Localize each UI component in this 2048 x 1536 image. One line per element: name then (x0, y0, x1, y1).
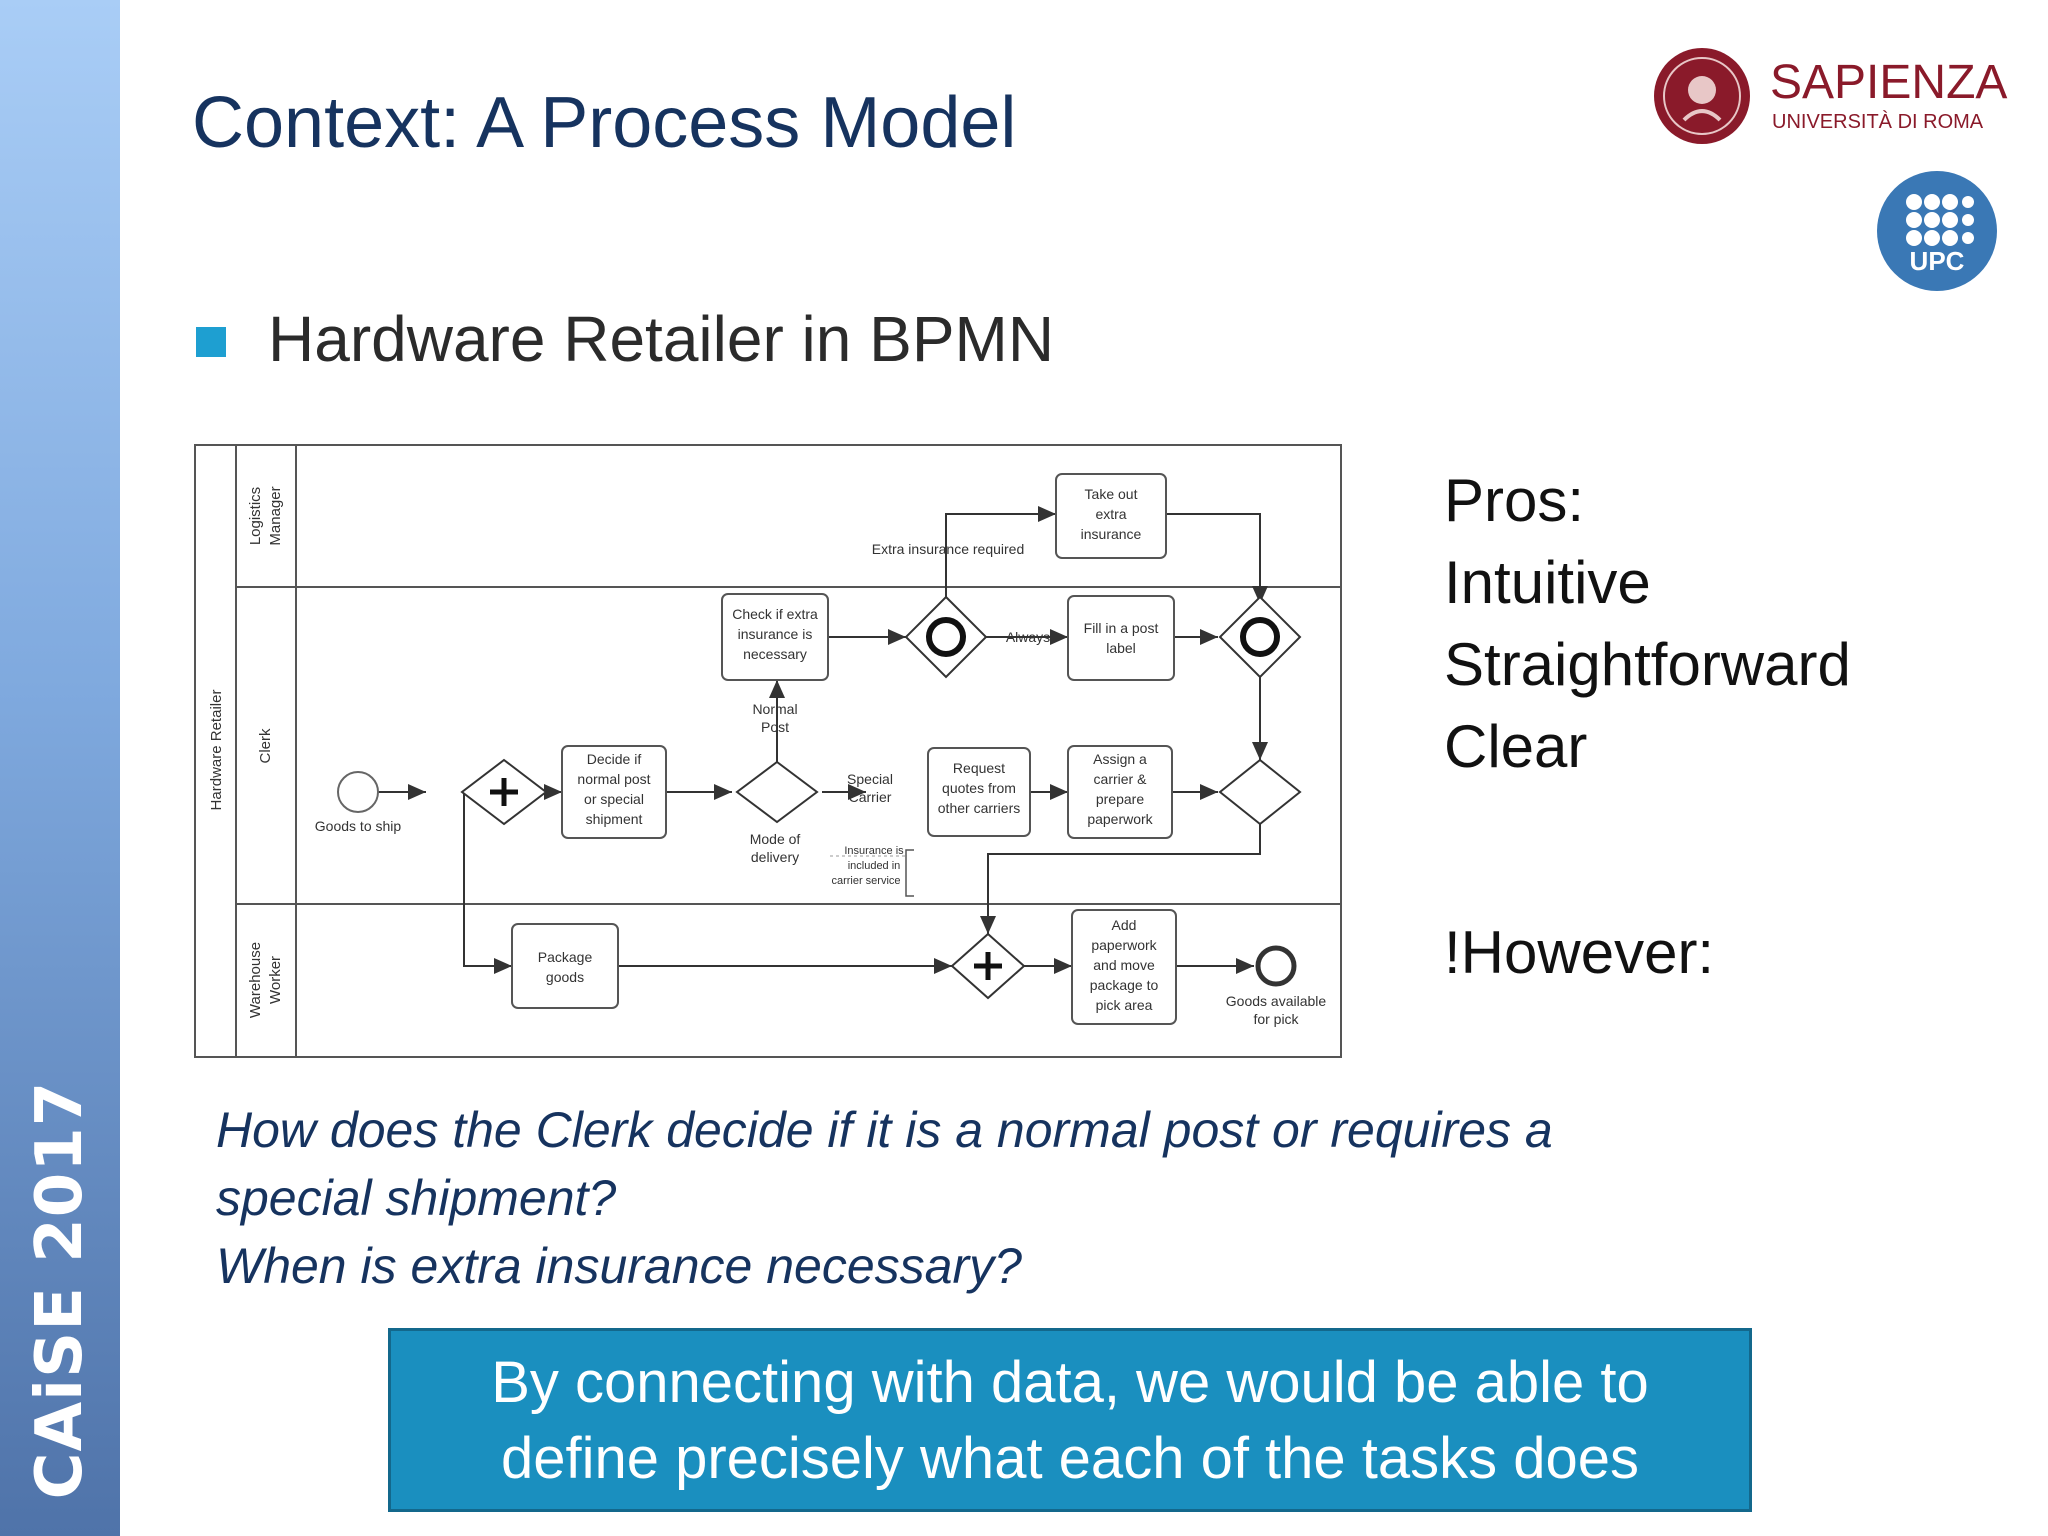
task-fill-label (1067, 595, 1175, 681)
question-text: How does the Clerk decide if it is a nor… (216, 1096, 1816, 1300)
task-assign-line: prepare (1096, 791, 1144, 807)
task-check-line: necessary (743, 646, 807, 662)
task-package-line: goods (546, 969, 584, 985)
upc-logo: UPC (1877, 171, 1997, 291)
task-request-quotes (927, 747, 1031, 837)
task-fill-line: Fill in a post (1084, 620, 1159, 636)
pool-label: Hardware Retailer (208, 690, 225, 811)
task-decide-line: normal post (577, 771, 650, 787)
carrier-merge-gateway-icon (1218, 758, 1302, 826)
task-add-line: Add (1112, 917, 1137, 933)
end-event-label-2: for pick (1253, 1011, 1299, 1027)
callout-box: By connecting with data, we would be abl… (388, 1328, 1752, 1512)
task-fill-line: label (1106, 640, 1136, 656)
task-take-out-insurance (1055, 473, 1167, 559)
however-label: !However: (1444, 919, 1715, 986)
mode-label: Mode of (750, 831, 801, 847)
task-decide-line: shipment (586, 811, 643, 827)
task-add-line: pick area (1096, 997, 1153, 1013)
task-decide-line: Decide if (587, 751, 642, 767)
task-takeout-line: Take out (1085, 486, 1138, 502)
upc-text: UPC (1910, 246, 1965, 276)
lane-warehouse-line2: Worker (267, 956, 284, 1004)
bullet-text: Hardware Retailer in BPMN (268, 303, 1055, 375)
task-takeout-line: insurance (1081, 526, 1142, 542)
task-request-line: quotes from (942, 780, 1016, 796)
question-line: special shipment? (216, 1170, 617, 1226)
extra-insurance-label: Extra insurance required (872, 541, 1025, 557)
lane-clerk: Clerk (257, 728, 274, 764)
sapienza-subtitle: UNIVERSITÀ DI ROMA (1772, 110, 1984, 133)
task-decide (561, 745, 667, 839)
lane-logistics-line1: Logistics (247, 487, 264, 545)
task-add-line: package to (1090, 977, 1159, 993)
task-package-line: Package (538, 949, 593, 965)
special-carrier-label: Special (847, 771, 893, 787)
task-assign-carrier (1067, 745, 1173, 839)
sapienza-name: SAPIENZA (1770, 56, 2007, 109)
slide-title: Context: A Process Model (192, 83, 1017, 163)
normal-post-label: Normal (752, 701, 797, 717)
task-check-line: Check if extra (732, 606, 818, 622)
question-line: How does the Clerk decide if it is a nor… (216, 1102, 1553, 1158)
pros-list: Pros: Intuitive Straightforward Clear (1444, 460, 1851, 788)
callout-line: define precisely what each of the tasks … (500, 1426, 1640, 1491)
pros-item: Clear (1444, 713, 1588, 780)
task-package-goods (511, 923, 619, 1009)
sapienza-logo: SAPIENZA UNIVERSITÀ DI ROMA (1654, 48, 2007, 144)
normal-post-label: Post (761, 719, 789, 735)
task-assign-line: Assign a (1093, 751, 1147, 767)
task-request-line: other carriers (938, 800, 1020, 816)
insurance-gateway-icon (904, 595, 988, 679)
task-takeout-line: extra (1095, 506, 1126, 522)
pros-heading: Pros: (1444, 467, 1585, 534)
lane-logistics-line2: Manager (267, 486, 284, 545)
task-add-line: and move (1093, 957, 1155, 973)
callout-line: By connecting with data, we would be abl… (491, 1350, 1649, 1415)
mode-label: delivery (751, 849, 799, 865)
annotation-line: Insurance is (844, 845, 904, 857)
task-check-line: insurance is (738, 626, 813, 642)
pros-item: Straightforward (1444, 631, 1851, 698)
task-request-line: Request (953, 760, 1005, 776)
bpmn-diagram: Hardware Retailer Logistics Manager Cler… (194, 444, 1342, 1058)
conference-label: CAiSE 2017 (23, 1080, 97, 1500)
annotation-bracket (905, 849, 914, 897)
pool-border (194, 444, 1342, 1058)
annotation-line: carrier service (831, 875, 900, 887)
task-assign-line: carrier & (1094, 771, 1148, 787)
end-event-icon (1255, 945, 1297, 987)
start-event-label: Goods to ship (315, 818, 402, 834)
task-decide-line: or special (584, 791, 644, 807)
special-carrier-label: Carrier (849, 789, 892, 805)
task-check-insurance (721, 593, 829, 681)
task-assign-line: paperwork (1087, 811, 1153, 827)
lane-warehouse-line1: Warehouse (247, 942, 264, 1018)
task-add-line: paperwork (1091, 937, 1157, 953)
question-line: When is extra insurance necessary? (216, 1238, 1022, 1294)
pros-item: Intuitive (1444, 549, 1651, 616)
insurance-merge-gateway-icon (1218, 595, 1302, 679)
task-add-paperwork (1071, 909, 1177, 1025)
start-event-icon (337, 771, 379, 813)
annotation-line: included in (848, 860, 901, 872)
always-label: Always (1006, 629, 1050, 645)
bullet-square-icon (196, 327, 226, 357)
mode-gateway-icon (735, 760, 819, 824)
sidebar-band: CAiSE 2017 (0, 0, 120, 1536)
end-event-label-1: Goods available (1226, 993, 1327, 1009)
